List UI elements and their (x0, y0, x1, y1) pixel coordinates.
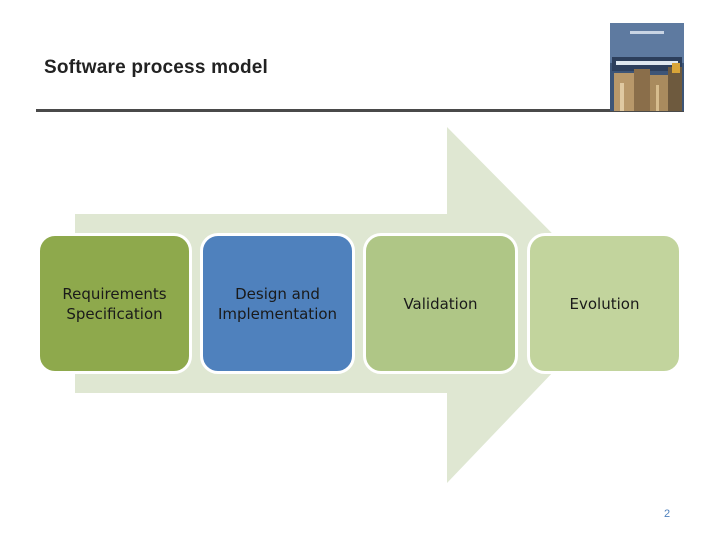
step-evolution: Evolution (527, 233, 682, 374)
book-cover-image (610, 23, 684, 111)
step-design-and-implementation: Design and Implementation (200, 233, 355, 374)
step-requirements-specification: Requirements Specification (37, 233, 192, 374)
step-validation: Validation (363, 233, 518, 374)
page-number: 2 (664, 508, 671, 520)
title-rule (36, 109, 684, 112)
slide-title: Software process model (44, 57, 269, 78)
